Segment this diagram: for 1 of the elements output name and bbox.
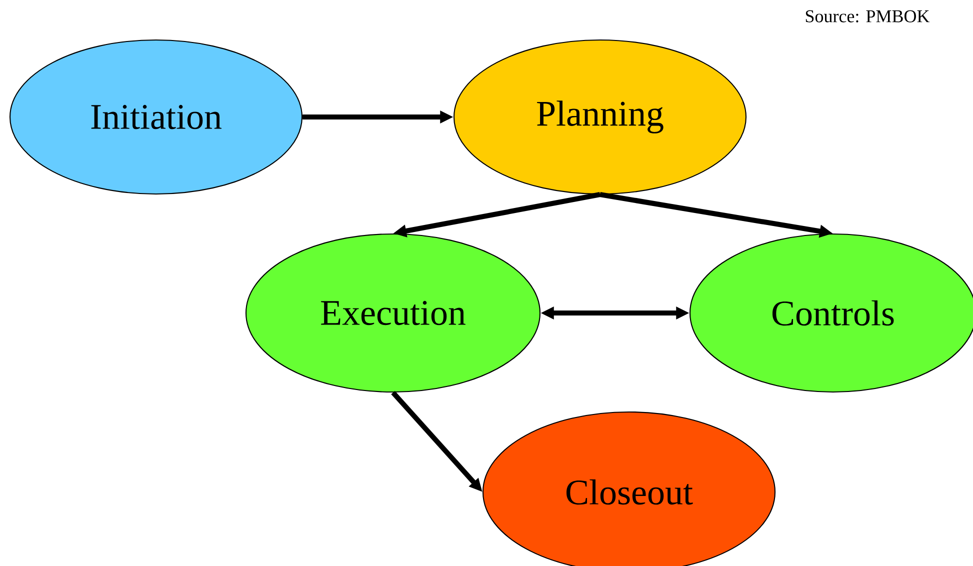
source-note: Source: PMBOK [806,10,930,22]
